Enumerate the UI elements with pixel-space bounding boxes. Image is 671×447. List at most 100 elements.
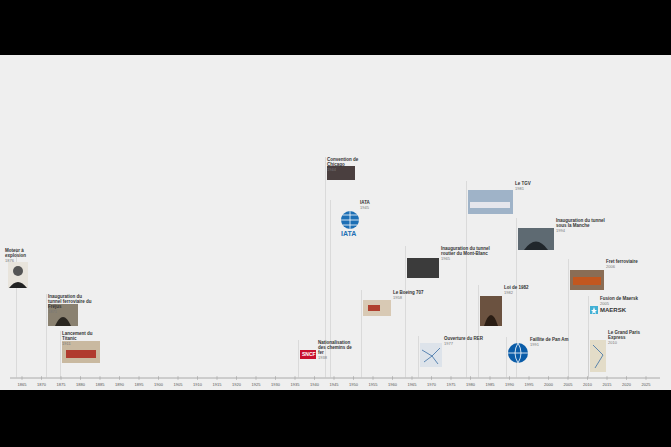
axis-tick [139, 376, 140, 380]
axis-tick [568, 376, 569, 380]
event-date: 1991 [530, 342, 570, 347]
event-date: 2006 [606, 264, 656, 269]
axis-tick [509, 376, 510, 380]
iata-globe [341, 211, 359, 229]
axis-tick [646, 376, 647, 380]
year-label: 1900 [154, 382, 163, 387]
axis-tick [100, 376, 101, 380]
year-label: 1965 [408, 382, 417, 387]
tunnel-arch-1982 [484, 315, 498, 326]
event-title: Inauguration du tunnel sous la Manche [556, 218, 611, 228]
year-label: 1995 [525, 382, 534, 387]
year-label: 1905 [174, 382, 183, 387]
leader-line [466, 181, 467, 378]
year-label: 1865 [18, 382, 27, 387]
event-card: Le Boeing 7071958 [393, 290, 433, 300]
year-label: 1870 [37, 382, 46, 387]
tunnel-arch [55, 317, 71, 326]
event-date: 1911 [62, 341, 107, 346]
leader-line [60, 331, 61, 378]
event-date: 1945 [360, 205, 400, 210]
year-label: 1875 [57, 382, 66, 387]
event-date: 2010 [608, 340, 648, 345]
leader-line [568, 259, 569, 378]
rer-map [420, 343, 442, 367]
event-card: Faillite de Pan Am1991 [530, 337, 570, 347]
manche-photo [518, 228, 554, 250]
event-title: Le TGV [515, 181, 545, 186]
event-title: Convention de Chicago [327, 157, 372, 167]
event-card: Convention de Chicago1944 [327, 157, 372, 172]
year-label: 1940 [310, 382, 319, 387]
year-label: 1970 [427, 382, 436, 387]
axis-tick [334, 376, 335, 380]
year-label: 1950 [349, 382, 358, 387]
axis-tick [275, 376, 276, 380]
panam-grid [508, 343, 528, 363]
year-label: 1990 [505, 382, 514, 387]
axis-tick [431, 376, 432, 380]
year-label: 1895 [135, 382, 144, 387]
year-label: 1930 [271, 382, 280, 387]
event-date: 1965 [441, 256, 496, 261]
event-date: 1982 [504, 290, 529, 295]
event-title: Ouverture du RER [444, 336, 484, 341]
fret-photo [570, 270, 604, 290]
year-label: 2020 [622, 382, 631, 387]
year-label: 2025 [642, 382, 651, 387]
axis-tick [158, 376, 159, 380]
event-title: Loi de 1982 [504, 285, 529, 290]
event-title: Le Grand Paris Express [608, 330, 648, 340]
leader-line [330, 200, 331, 378]
event-card: Lancement du Titanic1911 [62, 331, 107, 346]
event-card: Le Grand Paris Express2010 [608, 330, 648, 345]
event-card: Nationalisation des chemins de fer1938 [318, 340, 354, 360]
event-title: Nationalisation des chemins de fer [318, 340, 354, 355]
logo-text: MAERSK [600, 307, 626, 313]
event-date: 1994 [556, 228, 611, 233]
event-card: Le TGV1981 [515, 181, 545, 191]
event-card: IATA1945 [360, 200, 400, 210]
boeing-photo [363, 300, 391, 316]
event-title: Le Boeing 707 [393, 290, 433, 295]
axis-tick [197, 376, 198, 380]
axis-tick [548, 376, 549, 380]
year-label: 1975 [447, 382, 456, 387]
leader-line [405, 246, 406, 378]
axis-tick [470, 376, 471, 380]
event-title: Faillite de Pan Am [530, 337, 570, 342]
event-date: 1876 [5, 258, 35, 263]
axis-tick [392, 376, 393, 380]
logo-text: SNCF [302, 352, 316, 357]
ship-hull [66, 350, 96, 358]
maersk-star-box [590, 306, 598, 314]
year-label: 1910 [193, 382, 202, 387]
year-label: 1980 [466, 382, 475, 387]
event-title: IATA [360, 200, 400, 205]
event-date: 1958 [393, 295, 433, 300]
event-card: Ouverture du RER1977 [444, 336, 484, 346]
year-label: 2010 [583, 382, 592, 387]
axis-tick [373, 376, 374, 380]
axis-tick [256, 376, 257, 380]
event-date: 1977 [444, 341, 484, 346]
axis-tick [22, 376, 23, 380]
event-card: Inauguration du tunnel sous la Manche199… [556, 218, 611, 233]
grandparis-map [590, 340, 606, 372]
event-card: Fusion de Maersk2005 [600, 296, 645, 306]
axis-tick [314, 376, 315, 380]
axis-tick [353, 376, 354, 380]
event-date: 1938 [318, 355, 354, 360]
year-label: 1925 [252, 382, 261, 387]
montblanc-photo [407, 258, 439, 278]
axis-tick [61, 376, 62, 380]
event-card: Inauguration du tunnel ferroviaire du Fr… [48, 294, 93, 314]
year-label: 1945 [330, 382, 339, 387]
axis-tick [295, 376, 296, 380]
portrait-head [13, 266, 23, 276]
axis-tick [178, 376, 179, 380]
event-title: Fret ferroviaire [606, 259, 656, 264]
year-label: 2005 [564, 382, 573, 387]
fret-train [573, 277, 601, 285]
axis-tick [236, 376, 237, 380]
